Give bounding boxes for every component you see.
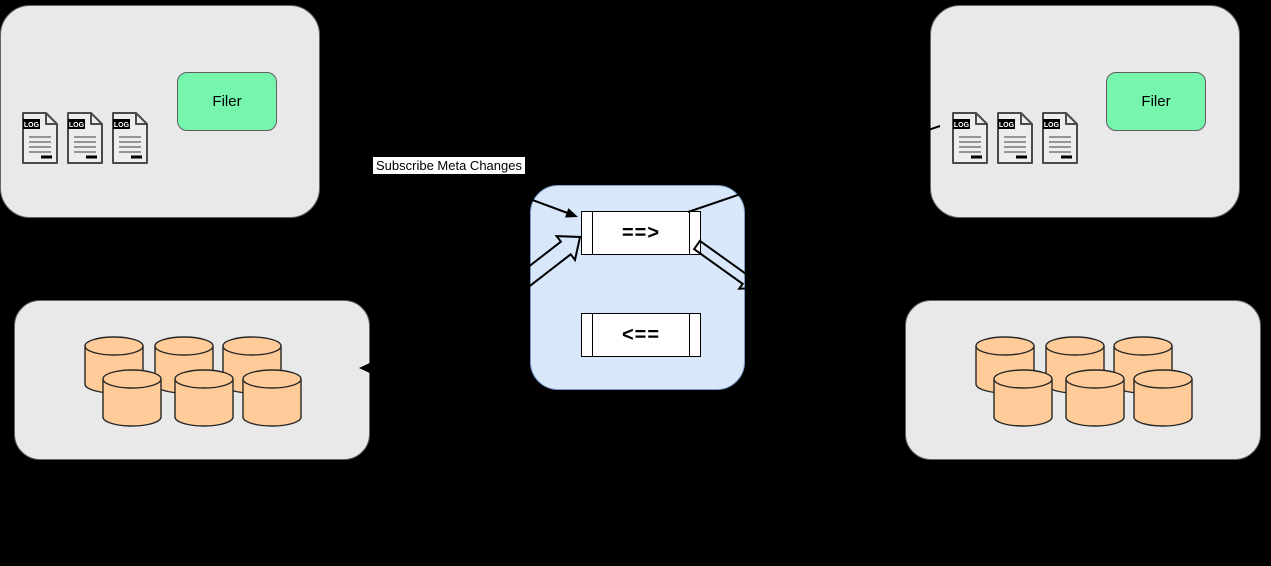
filer-label: Filer	[212, 93, 242, 110]
log-file-icon	[1041, 112, 1079, 164]
log-file-icon	[21, 112, 59, 164]
database-cylinder-icon	[1132, 369, 1194, 427]
queue-forward: ==>	[581, 211, 701, 255]
filer-label: Filer	[1141, 93, 1171, 110]
queue-forward-label: ==>	[621, 221, 661, 244]
log-file-icon	[66, 112, 104, 164]
database-cylinder-icon	[101, 369, 163, 427]
cluster-panel-left: Filer	[0, 5, 320, 218]
storage-panel-left	[14, 300, 370, 460]
filer-box-left: Filer	[177, 72, 277, 131]
database-cylinder-icon	[241, 369, 303, 427]
queue-panel: ==> <==	[530, 185, 745, 390]
database-cylinder-icon	[173, 369, 235, 427]
storage-panel-right	[905, 300, 1261, 460]
database-cylinder-icon	[992, 369, 1054, 427]
cluster-panel-right: Filer	[930, 5, 1240, 218]
log-file-icon	[951, 112, 989, 164]
subscribe-meta-label: Subscribe Meta Changes	[373, 157, 525, 174]
log-file-icon	[996, 112, 1034, 164]
queue-backward: <==	[581, 313, 701, 357]
database-cylinder-icon	[1064, 369, 1126, 427]
filer-box-right: Filer	[1106, 72, 1206, 131]
log-file-icon	[111, 112, 149, 164]
queue-backward-label: <==	[621, 323, 661, 346]
